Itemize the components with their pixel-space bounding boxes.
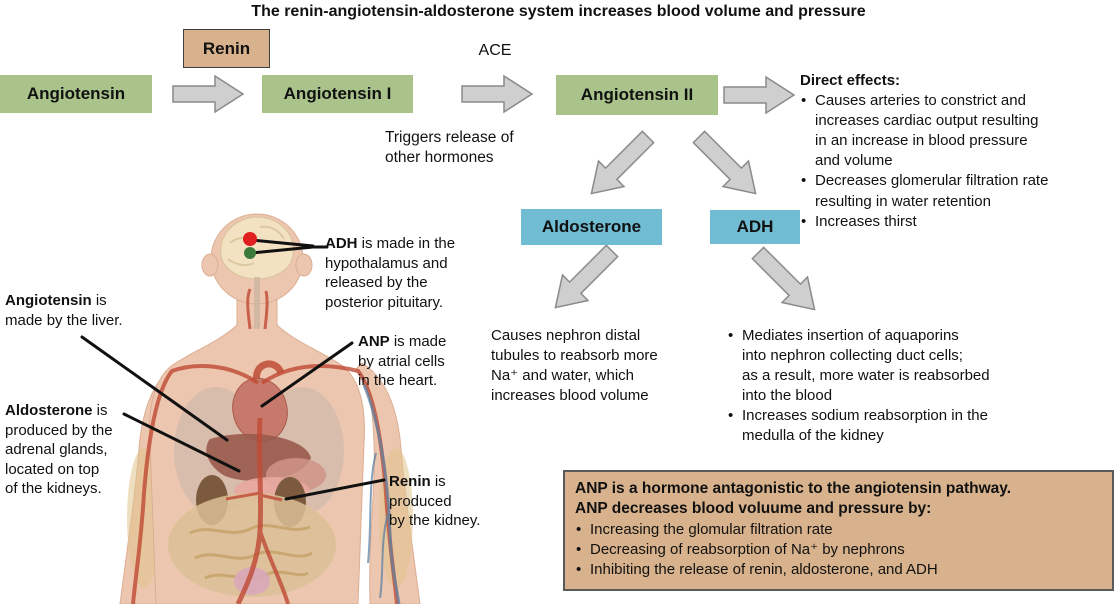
aldosterone-adrenal-line bbox=[122, 412, 241, 473]
kidney bbox=[274, 477, 306, 527]
anp-box-heading: ANP decreases blood voluume and pressure… bbox=[575, 500, 932, 518]
anp-box-item: Increasing the glomular filtration rate bbox=[575, 520, 1102, 540]
anp-term: ANP bbox=[358, 333, 390, 350]
heart bbox=[232, 377, 288, 443]
adh-rest: is made in the hypothalamus and released… bbox=[325, 235, 456, 311]
pituitary-dot bbox=[244, 247, 256, 259]
hypothalamus-dot bbox=[243, 232, 257, 246]
anp-body-label: ANP is made by atrial cells in the heart… bbox=[358, 332, 446, 391]
brain-folds bbox=[227, 225, 285, 267]
anp-rest: is made by atrial cells in the heart. bbox=[358, 333, 447, 389]
lung bbox=[174, 387, 258, 515]
brain bbox=[220, 216, 294, 280]
adh-effects-block: Mediates insertion of aquaporins into ne… bbox=[727, 326, 1082, 447]
adh-dot-line bbox=[250, 245, 315, 255]
direct-effect-item: Decreases glomerular filtration rate res… bbox=[800, 171, 1115, 211]
arrow-right-icon bbox=[172, 74, 245, 114]
arrow-down-left-icon bbox=[590, 130, 655, 195]
aldosterone-box: Aldosterone bbox=[521, 209, 662, 245]
pancreas bbox=[234, 477, 310, 505]
aldosterone-rest: is produced by the adrenal glands, locat… bbox=[5, 402, 113, 497]
direct-effect-item: Increases thirst bbox=[800, 212, 1115, 232]
renin-box: Renin bbox=[183, 29, 270, 68]
aldosterone-body-label: Aldosterone is produced by the adrenal g… bbox=[5, 401, 113, 499]
torso bbox=[149, 290, 365, 604]
direct-effects-block: Direct effects: Causes arteries to const… bbox=[800, 71, 1115, 232]
direct-effects-heading: Direct effects: bbox=[800, 72, 901, 89]
adh-box: ADH bbox=[710, 210, 800, 244]
adh-effect-item: Increases sodium reabsorption in the med… bbox=[727, 406, 1082, 446]
angiotensin-box: Angiotensin bbox=[0, 75, 152, 113]
diagram-title: The renin-angiotensin-aldosterone system… bbox=[251, 3, 866, 20]
triggers-release-label: Triggers release of other hormones bbox=[385, 129, 514, 167]
angiotensin-i-box: Angiotensin I bbox=[262, 75, 413, 113]
anp-antagonist-box: ANP is a hormone antagonistic to the ang… bbox=[563, 470, 1114, 592]
renin-kidney-line bbox=[284, 478, 386, 501]
anp-heart-line bbox=[260, 341, 354, 408]
stomach bbox=[266, 458, 326, 492]
aldosterone-term: Aldosterone bbox=[5, 402, 93, 419]
head bbox=[210, 213, 304, 305]
bladder bbox=[234, 567, 270, 595]
adh-body-label: ADH is made in the hypothalamus and rele… bbox=[325, 234, 455, 312]
arrow-right-icon bbox=[461, 74, 534, 114]
left-arm bbox=[119, 362, 185, 604]
intestines bbox=[168, 493, 336, 597]
arm-muscle-tint bbox=[127, 448, 161, 588]
arrow-down-left-icon bbox=[554, 244, 619, 309]
adh-effect-item: Mediates insertion of aquaporins into ne… bbox=[727, 326, 1082, 406]
kidney bbox=[196, 475, 228, 525]
arrow-down-right-icon bbox=[692, 130, 757, 195]
ear bbox=[295, 253, 313, 277]
angiotensin-term: Angiotensin bbox=[5, 292, 92, 309]
aldosterone-effect-text: Causes nephron distal tubules to reabsor… bbox=[491, 327, 658, 405]
liver bbox=[206, 433, 311, 481]
angiotensin-ii-box: Angiotensin II bbox=[556, 75, 718, 115]
anp-box-item: Inhibiting the release of renin, aldoste… bbox=[575, 560, 1102, 580]
lung bbox=[260, 387, 344, 515]
arrow-down-right-icon bbox=[751, 246, 816, 311]
renin-term: Renin bbox=[389, 473, 431, 490]
angiotensin-rest: is made by the liver. bbox=[5, 292, 123, 329]
aorta bbox=[253, 360, 285, 387]
renin-rest: is produced by the kidney. bbox=[389, 473, 481, 529]
arrow-right-icon bbox=[723, 75, 796, 115]
anp-box-heading: ANP is a hormone antagonistic to the ang… bbox=[575, 480, 1012, 497]
anp-box-item: Decreasing of reabsorption of Na⁺ by nep… bbox=[575, 540, 1102, 560]
ear bbox=[201, 253, 219, 277]
ace-label: ACE bbox=[478, 42, 512, 59]
angiotensin-body-label: Angiotensin is made by the liver. bbox=[5, 291, 123, 330]
adh-dot-line bbox=[250, 238, 315, 248]
renin-body-label: Renin is produced by the kidney. bbox=[389, 472, 480, 531]
intestine-folds bbox=[189, 524, 313, 580]
direct-effect-item: Causes arteries to constrict and increas… bbox=[800, 91, 1115, 171]
adh-term: ADH bbox=[325, 235, 358, 252]
